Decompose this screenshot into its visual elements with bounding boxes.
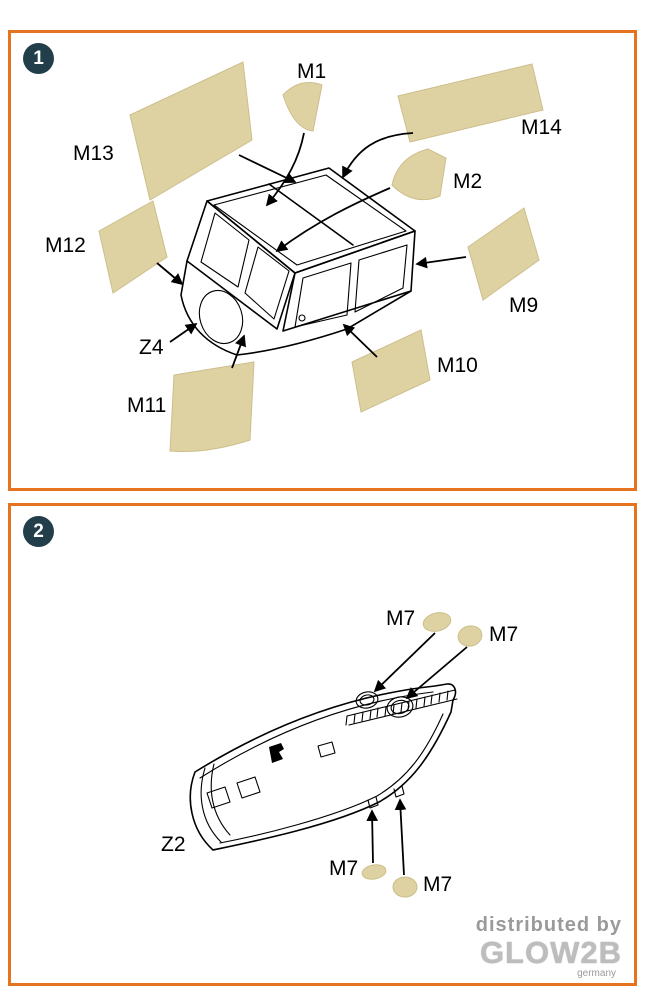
part-label-z4: Z4 — [139, 336, 164, 359]
mask-shape-m14 — [397, 63, 544, 143]
arrow-m2 — [275, 187, 391, 253]
mask-label-m13: M13 — [73, 142, 114, 165]
arrow-m12 — [156, 262, 184, 286]
deck-fitting — [269, 743, 284, 763]
mask-label-m14: M14 — [521, 116, 562, 139]
mask-shape-m12 — [98, 200, 168, 294]
mask-shape-m7-top-right — [457, 625, 483, 647]
mask-label-m7-bottom-left: M7 — [329, 857, 359, 880]
mask-shapes-step2 — [361, 612, 483, 898]
arrow-m7-top-left — [373, 632, 436, 693]
mask-label-m10: M10 — [437, 354, 478, 377]
mask-label-m7-bottom-right: M7 — [423, 873, 453, 896]
step2-fuselage-diagram — [189, 612, 483, 898]
deck-opening-right — [386, 696, 414, 718]
mask-label-m12: M12 — [45, 234, 86, 257]
mask-shape-m9 — [467, 207, 540, 301]
mask-shape-m2 — [391, 148, 447, 201]
mask-shapes-step1 — [98, 61, 544, 453]
deck-hatch-1 — [206, 786, 231, 809]
deck-opening-left — [355, 691, 379, 709]
part-label-z2: Z2 — [161, 833, 186, 856]
deck-hatch-2 — [236, 776, 261, 799]
watermark-brand-logo: GLOW2B — [479, 935, 622, 971]
louver-hatching — [345, 690, 449, 726]
arrows-step2 — [366, 632, 468, 876]
arrows-step1 — [156, 132, 467, 369]
step-badge-1: 1 — [23, 43, 54, 74]
mask-shape-m11 — [169, 361, 255, 453]
mask-label-m1: M1 — [297, 60, 327, 83]
arrow-z4 — [169, 323, 198, 343]
mask-label-m9: M9 — [509, 294, 539, 317]
mask-shape-m7-top-left — [422, 612, 452, 632]
step-panel-1: 1 M13 M1 M14 M2 M9 M10 M11 M12 Z4 — [8, 30, 637, 491]
arrow-m11 — [231, 334, 246, 369]
arrow-m14 — [342, 132, 414, 179]
step-panel-2: 2 M7 M7 M7 M7 Z2 distributed by GLOW2B g… — [8, 503, 637, 986]
step-number-2: 2 — [33, 520, 44, 542]
step-number-1: 1 — [33, 47, 44, 69]
mask-shape-m13 — [129, 61, 253, 201]
fuselage-deck-line-art — [189, 683, 458, 851]
mask-label-m2: M2 — [453, 170, 483, 193]
mask-label-m11: M11 — [127, 394, 167, 417]
arrow-m9 — [415, 256, 467, 269]
watermark-distributor: distributed by — [475, 914, 622, 937]
mask-shape-m7-bottom-right — [392, 876, 418, 898]
mask-shape-m1 — [282, 82, 323, 132]
mask-label-m7-top-left: M7 — [386, 607, 416, 630]
step-badge-2: 2 — [23, 516, 54, 547]
deck-hatch-3 — [317, 741, 336, 758]
arrow-m10 — [342, 323, 378, 358]
mask-label-m7-top-right: M7 — [489, 623, 519, 646]
deck-notches — [367, 785, 405, 809]
watermark: distributed by GLOW2B germany — [476, 914, 622, 979]
mask-shape-m10 — [351, 329, 431, 413]
canopy-line-art — [180, 167, 416, 356]
arrow-m7-bottom-left — [366, 809, 379, 864]
arrow-m1 — [265, 132, 305, 207]
step1-canopy-diagram — [98, 61, 544, 453]
arrow-m7-top-right — [405, 646, 468, 700]
arrow-m7-bottom-right — [394, 798, 407, 876]
watermark-country: germany — [577, 968, 616, 979]
mask-shape-m7-bottom-left — [361, 864, 387, 880]
